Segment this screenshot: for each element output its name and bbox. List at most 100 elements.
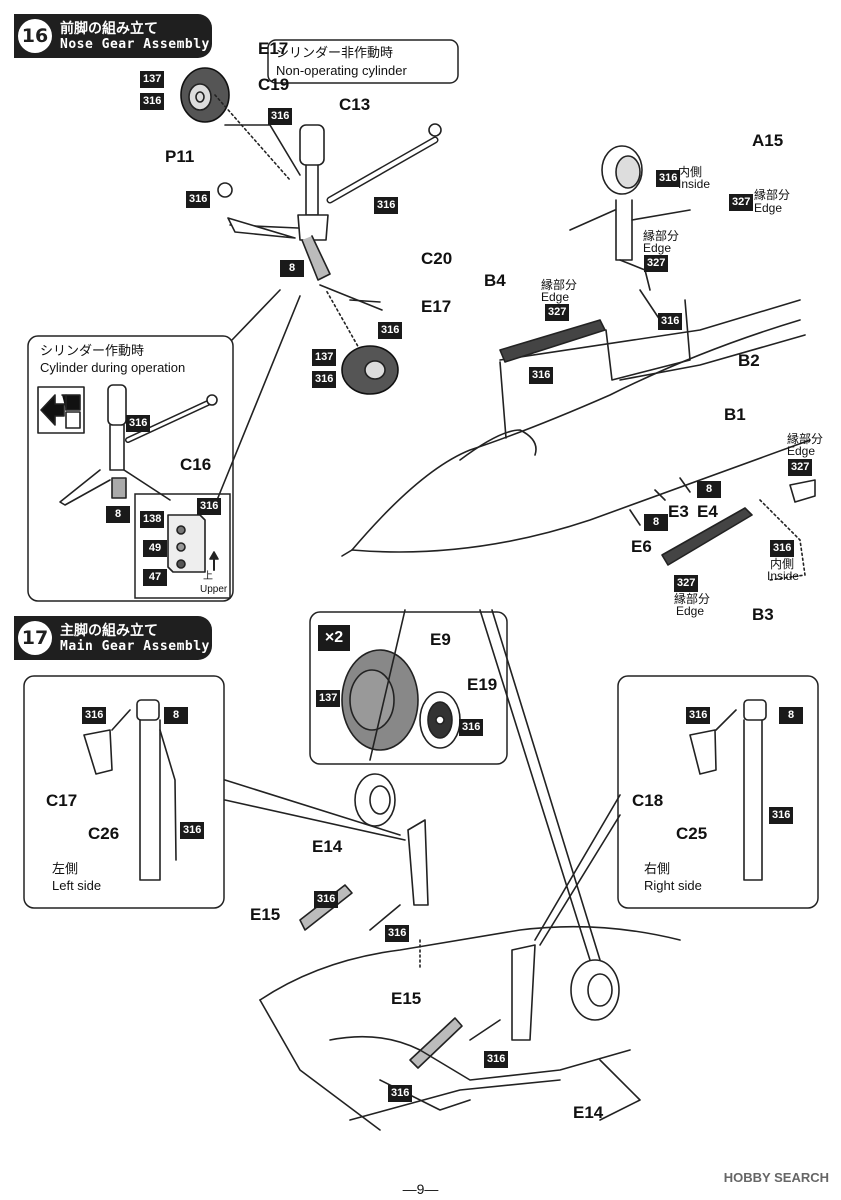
paint-chip: 47 (143, 569, 167, 586)
part-label-a15: A15 (752, 131, 784, 150)
paint-chip: 8 (644, 514, 668, 531)
paint-chip: 49 (143, 540, 167, 557)
paint-chip: 137 (312, 349, 337, 366)
paint-chip: 137 (140, 71, 165, 88)
fuselage-nose (341, 299, 811, 557)
step-title-jp: 主脚の組み立て (60, 622, 158, 638)
paint-chip: 327 (644, 255, 669, 272)
paint-chip: 8 (779, 707, 803, 724)
paint-chip: 316 (126, 415, 151, 432)
left-side-en: Left side (52, 878, 102, 893)
inset-box-operating (27, 335, 234, 602)
paint-chip: 327 (788, 459, 813, 476)
note-edge-jp: 縁部分 (643, 229, 680, 243)
paint-chip-block (167, 514, 219, 573)
note-edge-en: Edge (541, 290, 570, 304)
note-inside-en: Inside (767, 569, 800, 583)
part-label-c20: C20 (421, 249, 453, 268)
left-side-jp: 左側 (52, 861, 79, 876)
part-label-c25: C25 (676, 824, 708, 843)
paint-chip: 8 (697, 481, 721, 498)
upper-jp: 上 (203, 571, 213, 582)
part-label-e17-top: E17 (258, 39, 289, 58)
part-label-e19: E19 (467, 675, 498, 694)
paint-chip: 316 (312, 371, 337, 388)
paint-chip: 327 (729, 194, 754, 211)
paint-chip: 316 (459, 719, 484, 736)
inset-box-left (23, 675, 225, 909)
paint-chip: 316 (658, 313, 683, 330)
upper-en: Upper (200, 584, 228, 595)
main-gear-right-installed (409, 944, 620, 1069)
part-label-e3: E3 (668, 502, 689, 521)
note-edge-jp: 縁部分 (787, 432, 824, 446)
part-label-e14-upper: E14 (312, 837, 343, 856)
note-edge-jp: 縁部分 (541, 278, 578, 292)
door-b1 (789, 479, 816, 503)
part-label-b3: B3 (752, 605, 774, 624)
paint-chip: 316 (314, 891, 339, 908)
note-inside-jp: 内側 (678, 165, 703, 179)
part-label-b4: B4 (484, 271, 506, 290)
watermark-logo: HOBBY SEARCH (723, 1170, 829, 1185)
part-label-c17: C17 (46, 791, 78, 810)
page-number: —9— (402, 1181, 439, 1197)
step-title-jp: 前脚の組み立て (60, 20, 158, 36)
step-title-en: Nose Gear Assembly (60, 37, 210, 52)
part-label-b2: B2 (738, 351, 760, 370)
paint-chip: 316 (388, 1085, 413, 1102)
step-title-en: Main Gear Assembly (60, 639, 210, 654)
right-gear-drawing (689, 699, 767, 881)
part-label-e15-upper: E15 (250, 905, 281, 924)
direction-arrows-icon (37, 386, 85, 434)
right-side-jp: 右側 (644, 861, 671, 876)
note-edge-jp: 縁部分 (674, 592, 711, 606)
part-label-e4: E4 (697, 502, 718, 521)
paint-chip: 316 (484, 1051, 509, 1068)
paint-chip: 316 (656, 170, 681, 187)
nose-wheel-upper (180, 67, 230, 123)
part-label-c16: C16 (180, 455, 212, 474)
note-edge-en: Edge (676, 604, 705, 618)
paint-chip: 316 (180, 822, 205, 839)
part-label-c18: C18 (632, 791, 664, 810)
paint-chip: 316 (268, 108, 293, 125)
nose-strut (214, 94, 442, 351)
paint-chip: 316 (529, 367, 554, 384)
paint-chip: 316 (378, 322, 403, 339)
nose-gear-inbay (569, 145, 691, 321)
part-label-e17-bottom: E17 (421, 297, 452, 316)
note-inside-en: Inside (678, 177, 711, 191)
paint-chip: 8 (106, 506, 130, 523)
step-number: 17 (18, 621, 52, 655)
door-b4 (499, 319, 606, 363)
part-label-e9: E9 (430, 630, 451, 649)
paint-chip: 8 (280, 260, 304, 277)
paint-chip: 316 (686, 707, 711, 724)
main-gear-left-installed (299, 773, 429, 971)
left-gear-drawing (83, 699, 177, 881)
times-two-badge: ×2 (318, 625, 350, 651)
part-label-c19: C19 (258, 75, 290, 94)
callout-operating-en: Cylinder during operation (40, 360, 186, 375)
nose-wheel-lower (341, 345, 399, 395)
paint-chip: 8 (164, 707, 188, 724)
part-label-e14-lower: E14 (573, 1103, 604, 1122)
step-16-header: 16 前脚の組み立て Nose Gear Assembly (14, 14, 212, 58)
callout-operating-jp: シリンダー作動時 (40, 343, 145, 358)
paint-chip: 316 (197, 498, 222, 515)
paint-chip: 316 (82, 707, 107, 724)
part-label-c13: C13 (339, 95, 371, 114)
inset-strut-drawing (59, 384, 218, 506)
inset-box-paint (134, 493, 231, 599)
part-label-p11: P11 (165, 147, 195, 166)
paint-chip: 327 (674, 575, 699, 592)
part-label-e6: E6 (631, 537, 652, 556)
callout-box-nonoperating (267, 39, 459, 84)
paint-chip: 137 (316, 690, 341, 707)
door-b3 (629, 477, 753, 566)
note-edge-en: Edge (754, 201, 783, 215)
paint-chip: 316 (385, 925, 410, 942)
paint-chip: 316 (770, 540, 795, 557)
